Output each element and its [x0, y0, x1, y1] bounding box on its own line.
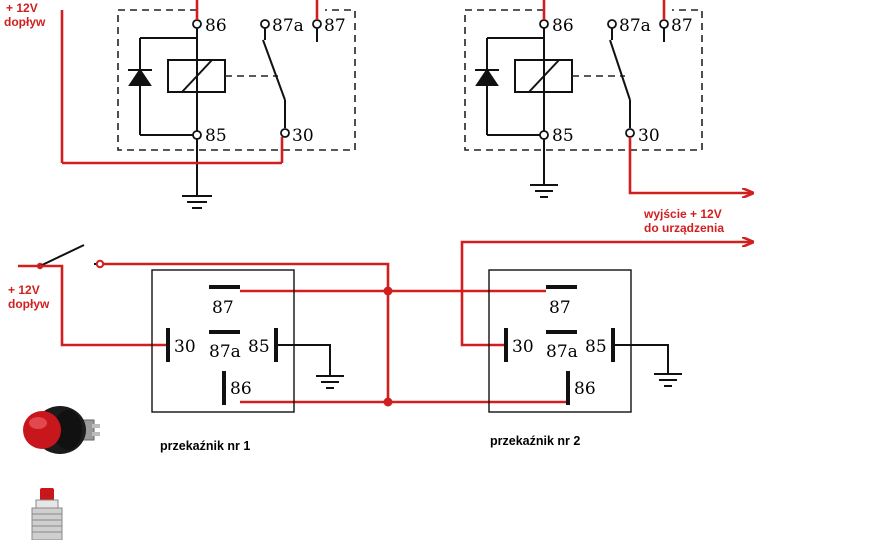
- relay-2-pin-30: 30: [512, 337, 534, 357]
- top-left-relay-schematic: 86 87a 87 85 30 + 12V dopływ: [4, 0, 356, 209]
- terminals: [192, 19, 322, 140]
- relay-2-pin-85: 85: [585, 337, 607, 357]
- ground-icon: [182, 139, 212, 209]
- ground-icon: [316, 375, 344, 389]
- pin-87a-label: 87a: [272, 16, 304, 36]
- pin-87-label: 87: [324, 16, 346, 36]
- relay-1-pin-87a: 87a: [209, 342, 241, 362]
- bottom-supply-label-line1: + 12V: [8, 283, 40, 297]
- relay-1-housing: [151, 269, 295, 413]
- wire-junction: [383, 397, 393, 407]
- relay-1-pin-30: 30: [174, 337, 196, 357]
- pin-85-label: 85: [552, 126, 574, 146]
- output-wire: [542, 0, 752, 193]
- pin-87a-label: 87a: [619, 16, 651, 36]
- relay-switch: [609, 28, 665, 128]
- terminals: [539, 19, 669, 140]
- relay-housing: [464, 9, 703, 151]
- bottom-supply-label-line2: dopływ: [8, 297, 50, 311]
- pin-30-label: 30: [638, 126, 660, 146]
- ground-icon: [654, 373, 682, 387]
- supply-label-line1: + 12V: [6, 1, 38, 15]
- output-label-line1: wyjście + 12V: [643, 207, 722, 221]
- supply-label-line2: dopływ: [4, 15, 46, 29]
- wire-junction: [383, 286, 393, 296]
- ground-icon: [530, 139, 558, 198]
- relay-2-caption: przekaźnik nr 2: [490, 434, 580, 448]
- supply-switch: [18, 244, 105, 270]
- supply-wire: [60, 0, 319, 165]
- pin-86-label: 86: [552, 16, 574, 36]
- bottom-wiring-diagram: 87 30 87a 85 86 przekaźnik nr 1 87 3: [8, 242, 752, 453]
- relay-2-housing: [488, 269, 632, 413]
- red-push-button-icon: [23, 406, 100, 454]
- pin-85-label: 85: [205, 126, 227, 146]
- relay-2: 87 30 87a 85 86 przekaźnik nr 2: [488, 269, 682, 448]
- relay-1-pin-85: 85: [248, 337, 270, 357]
- relay-2-pin-86: 86: [574, 379, 596, 399]
- top-right-relay-schematic: 86 87a 87 85 30 wyjście + 12V do urządze…: [464, 0, 752, 235]
- diode-icon: [475, 68, 499, 86]
- output-label-line2: do urządzenia: [644, 221, 724, 235]
- relay-1-caption: przekaźnik nr 1: [160, 439, 250, 453]
- push-button-side-icon: [31, 488, 63, 540]
- relay-1-pin-86: 86: [230, 379, 252, 399]
- coil-circuit: [139, 28, 226, 136]
- relay-1: 87 30 87a 85 86 przekaźnik nr 1: [151, 269, 344, 453]
- relay-1-pin-87: 87: [212, 298, 234, 318]
- relay-housing: [117, 9, 356, 151]
- relay-2-pin-87a: 87a: [546, 342, 578, 362]
- pin-86-label: 86: [205, 16, 227, 36]
- pin-87-label: 87: [671, 16, 693, 36]
- bottom-red-wires: [40, 242, 752, 404]
- coil-circuit: [486, 28, 573, 136]
- pin-30-label: 30: [292, 126, 314, 146]
- relay-switch: [262, 28, 318, 128]
- diode-icon: [128, 68, 152, 86]
- relay-2-pin-87: 87: [549, 298, 571, 318]
